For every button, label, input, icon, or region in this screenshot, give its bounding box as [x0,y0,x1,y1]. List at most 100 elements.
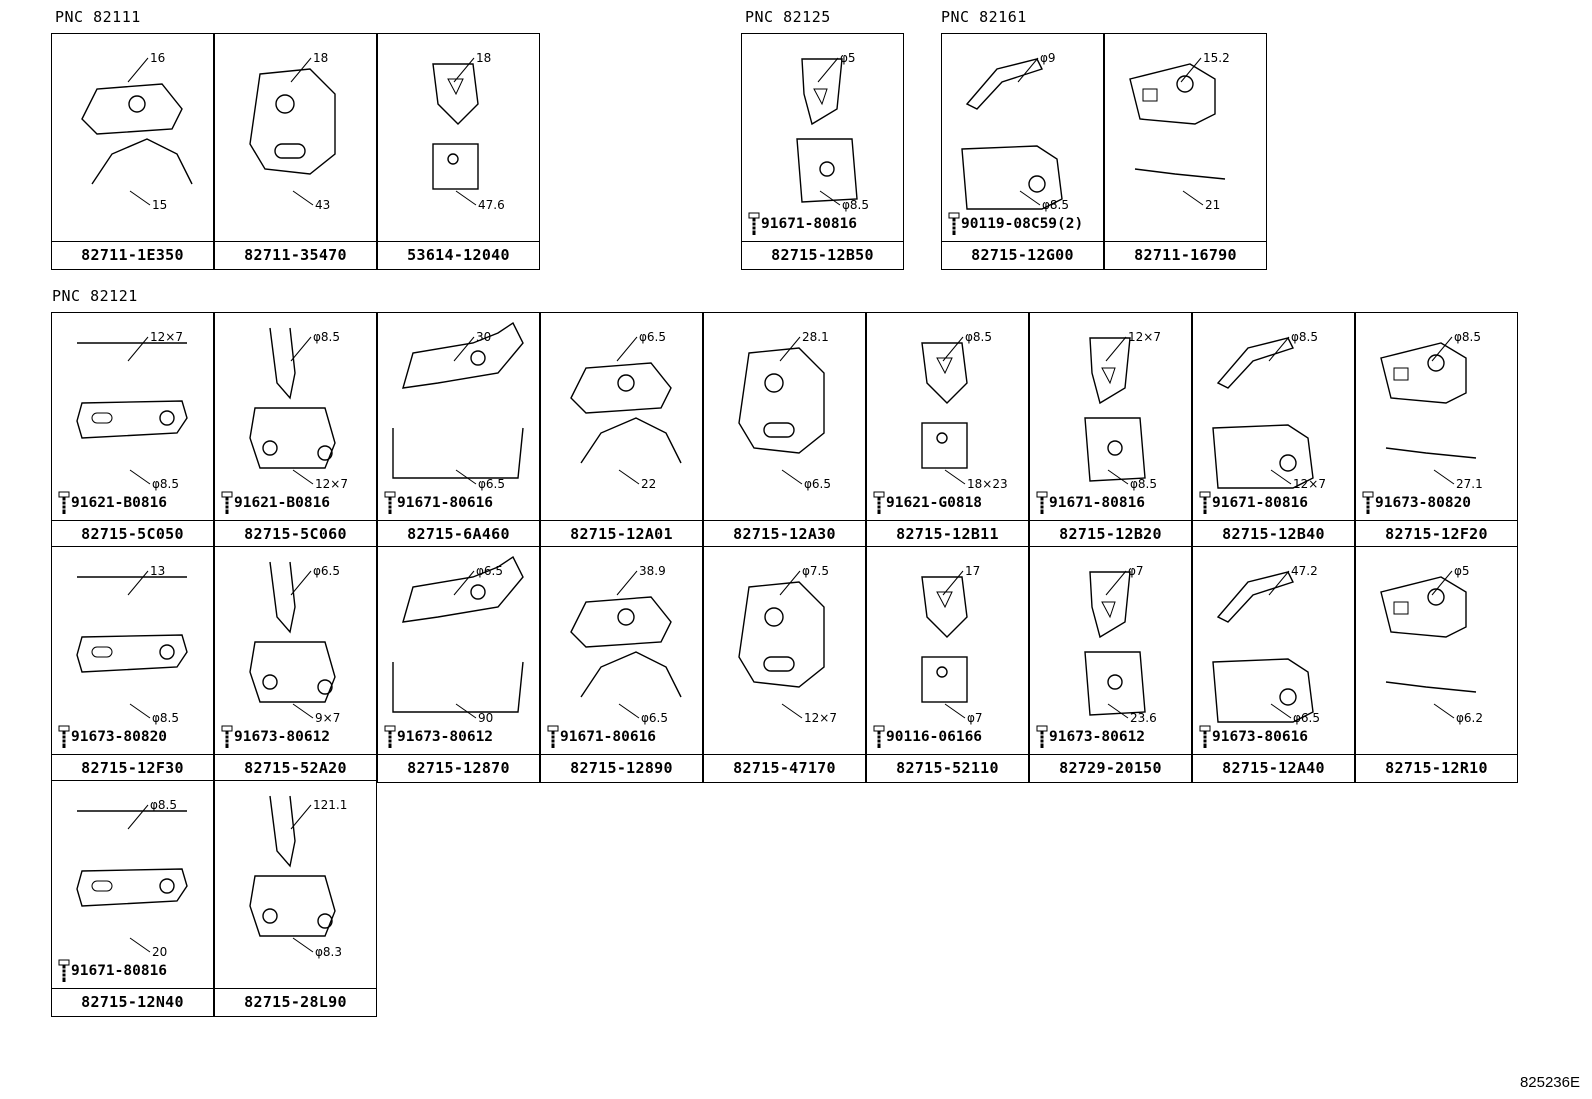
dimension-label: 15 [152,198,167,212]
dimension-label: 21 [1205,198,1220,212]
bolt-icon [58,491,70,514]
bolt-callout: 91621-B0816 [58,491,167,515]
bolt-callout: 91673-80612 [1036,725,1145,749]
part-number: 82715-12A30 [704,520,865,548]
dimension-label: φ8.5 [1130,477,1157,491]
part-number: 82715-12N40 [52,988,213,1016]
dimension-label: φ5 [1454,564,1470,578]
dimension-label: 22 [641,477,656,491]
dimension-label: 90 [478,711,493,725]
part-number: 82715-12B50 [742,241,903,269]
dimension-label: φ5 [840,51,856,65]
bolt-icon [58,959,70,982]
part-drawing: φ8.520 [76,798,188,959]
part-number: 82715-12A40 [1193,754,1354,782]
bolt-part-number: 91671-80816 [71,963,168,979]
bolt-callout: 91673-80612 [221,725,330,749]
dimension-label: 13 [150,564,165,578]
part-number: 82711-1E350 [52,241,213,269]
part-number: 82715-47170 [704,754,865,782]
dimension-label: 12×7 [150,330,183,344]
bolt-part-number: 91671-80616 [397,495,494,511]
dimension-label: φ8.5 [1291,330,1318,344]
bolt-callout: 91671-80616 [384,491,493,515]
dimension-label: 28.1 [802,330,829,344]
part-cell[interactable]: 28.1 φ6.5 82715-12A30 [703,312,866,549]
bolt-part-number: 91673-80820 [1375,495,1472,511]
dimension-label: φ8.5 [152,711,179,725]
pnc-label-82111: PNC 82111 [55,8,141,26]
dimension-label: φ6.2 [1456,711,1483,725]
bolt-part-number: 91621-G0818 [886,495,983,511]
part-drawing: 28.1 φ6.5 [738,330,831,491]
dimension-label: φ8.5 [965,330,992,344]
dimension-label: φ6.5 [804,477,831,491]
dimension-label: φ8.3 [315,945,342,959]
bolt-icon [948,212,960,235]
dimension-label: 121.1 [313,798,347,812]
bolt-icon [58,725,70,748]
pnc-label-82121: PNC 82121 [52,287,138,305]
part-drawing: φ6.59×7 [249,561,340,725]
part-number: 82715-12B40 [1193,520,1354,548]
part-drawing: φ6.5 90 [392,555,524,725]
dimension-label: 27.1 [1456,477,1483,491]
dimension-label: 17 [965,564,980,578]
dimension-label: φ6.5 [476,564,503,578]
dimension-label: 18 [313,51,328,65]
part-drawing: φ8.527.1 [1380,330,1483,491]
dimension-label: 9×7 [315,711,340,725]
part-number: 82715-12F20 [1356,520,1517,548]
dimension-label: 12×7 [1293,477,1326,491]
part-drawing: φ7.512×7 [738,564,837,725]
bolt-icon [1362,491,1374,514]
pnc-label-82161: PNC 82161 [941,8,1027,26]
part-drawing: φ6.522 [570,330,682,491]
dimension-label: 47.2 [1291,564,1318,578]
bolt-part-number: 90119-08C59(2) [961,216,1084,232]
dimension-label: 12×7 [1128,330,1161,344]
bolt-icon [1199,491,1211,514]
bolt-part-number: 91671-80616 [560,729,657,745]
part-number: 82715-12B11 [867,520,1028,548]
dimension-label: 16 [150,51,165,65]
part-number: 82715-12890 [541,754,702,782]
dimension-label: 23.6 [1130,711,1157,725]
bolt-callout: 90119-08C59(2) [948,212,1083,236]
dimension-label: φ6.5 [641,711,668,725]
bolt-part-number: 91621-B0816 [71,495,168,511]
bolt-callout: 91621-G0818 [873,491,982,515]
dimension-label: 47.6 [478,198,505,212]
part-drawing: φ8.512×7 [249,327,348,491]
bolt-icon [221,725,233,748]
bolt-callout: 91671-80616 [547,725,656,749]
